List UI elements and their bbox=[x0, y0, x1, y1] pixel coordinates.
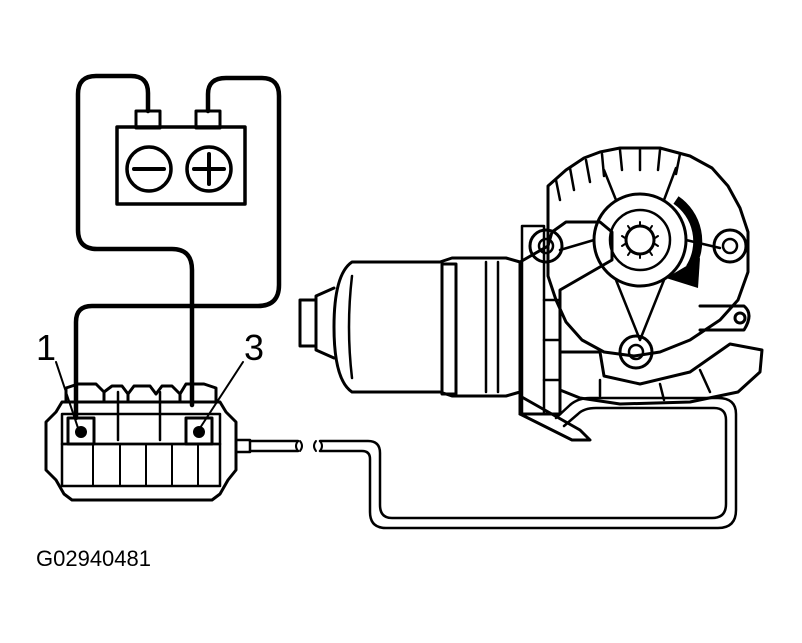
output-shaft bbox=[592, 192, 688, 288]
pin-1-terminal bbox=[66, 416, 96, 446]
mounting-boss-bottom bbox=[618, 334, 654, 370]
wiper-motor-icon bbox=[298, 146, 764, 442]
battery-body bbox=[115, 125, 247, 206]
pin-3-label: 3 bbox=[244, 327, 264, 368]
positive-lead-wire bbox=[73, 75, 282, 421]
mounting-boss-right bbox=[712, 228, 748, 264]
test-leads bbox=[73, 73, 282, 421]
pin-1-label: 1 bbox=[36, 327, 56, 368]
battery-negative-symbol bbox=[125, 145, 173, 193]
pin-3-terminal bbox=[184, 416, 214, 446]
negative-lead-wire bbox=[75, 73, 195, 408]
connector-icon bbox=[44, 382, 252, 502]
pin-3-leader bbox=[199, 361, 244, 429]
wiring-harness bbox=[248, 396, 738, 530]
battery-icon bbox=[115, 109, 247, 206]
pin-1-leader bbox=[55, 361, 79, 429]
battery-positive-symbol bbox=[185, 145, 233, 193]
rotation-arrow-icon bbox=[666, 196, 703, 288]
mounting-boss-left bbox=[528, 228, 564, 264]
figure-code: G02940481 bbox=[36, 546, 151, 571]
